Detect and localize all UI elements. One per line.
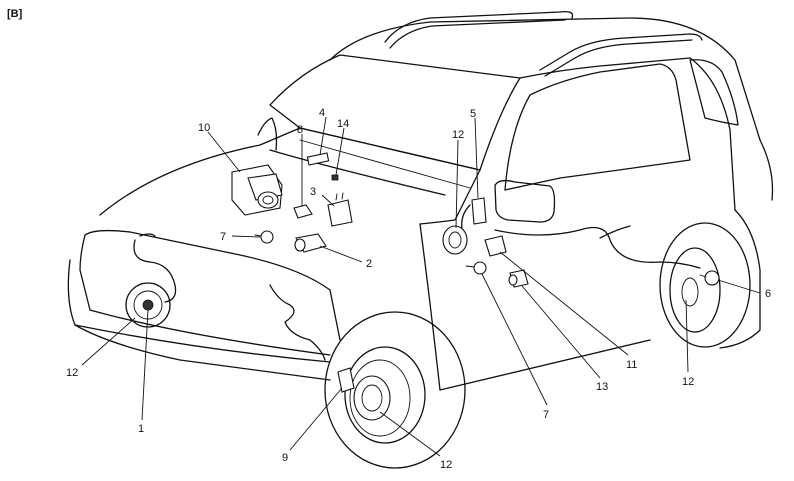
rear-harness (494, 226, 701, 269)
leader-lines (81, 116, 761, 457)
callout-5: 5 (470, 108, 476, 120)
front-face (79, 234, 331, 356)
grille-top (84, 229, 341, 341)
callout-3: 3 (310, 186, 316, 198)
front-right-sensor-ring (353, 375, 391, 421)
side-sill (439, 339, 651, 391)
component-4 (306, 152, 330, 166)
component-2 (294, 233, 327, 253)
component-8 (293, 204, 313, 219)
front-bumper (67, 259, 331, 381)
door-frame (519, 57, 736, 211)
rear-edge (759, 139, 774, 201)
callout-14: 14 (337, 118, 349, 130)
component-11 (484, 235, 507, 257)
callout-6: 6 (765, 288, 771, 300)
cowl-line (299, 139, 471, 189)
front-right-harness (269, 284, 326, 361)
component-12-gear (442, 225, 468, 255)
hydraulic-unit (231, 164, 283, 216)
roof-rail-right (539, 33, 703, 71)
front-left-harness (133, 239, 177, 303)
roof-rail-left-inner (389, 19, 566, 49)
rear-right-wheel (659, 222, 751, 348)
component-9 (337, 367, 355, 393)
callout-9: 9 (282, 452, 288, 464)
callout-12-top: 12 (452, 129, 464, 141)
bumper-lower (74, 324, 331, 363)
callout-12-rear: 12 (682, 376, 694, 388)
rear-harness-branch (599, 225, 631, 239)
component-13 (508, 269, 529, 288)
callout-1: 1 (138, 423, 144, 435)
figure-tag: [B] (7, 8, 23, 20)
component-6 (699, 270, 720, 286)
side-window-front (504, 63, 691, 191)
roof-outline (329, 17, 761, 141)
roof-rail-right-inner (544, 39, 693, 77)
windshield (269, 54, 521, 171)
callout-13: 13 (596, 381, 608, 393)
rear-quarter (719, 209, 761, 349)
component-7-rear (465, 261, 487, 275)
callout-12-front-right: 12 (440, 459, 452, 471)
component-5 (471, 197, 487, 225)
side-mirror (494, 179, 556, 223)
callout-10: 10 (198, 122, 210, 134)
callout-8: 8 (297, 124, 303, 136)
component-3 (327, 192, 353, 227)
harness-near-sensor (461, 204, 471, 231)
component-7-front (254, 230, 274, 244)
callout-7-front: 7 (220, 231, 226, 243)
callout-12-front-left: 12 (66, 367, 78, 379)
hood-crease (269, 149, 446, 196)
callout-7-rear: 7 (543, 409, 549, 421)
component-14 (331, 174, 339, 181)
front-fender-edge (419, 223, 441, 391)
hood-outline (99, 127, 481, 225)
side-window-rear (689, 59, 739, 126)
callout-4: 4 (319, 107, 325, 119)
vehicle-body (67, 10, 774, 391)
callouts: 10 4 14 8 3 7 2 12 5 11 6 12 13 7 12 1 9… (66, 107, 771, 471)
fender-top (257, 117, 278, 151)
front-left-sensor-ring (125, 282, 171, 328)
front-left-harness-clip (139, 233, 156, 237)
roof-rail-left (384, 10, 574, 43)
callout-2: 2 (366, 258, 372, 270)
callout-11: 11 (626, 359, 637, 371)
